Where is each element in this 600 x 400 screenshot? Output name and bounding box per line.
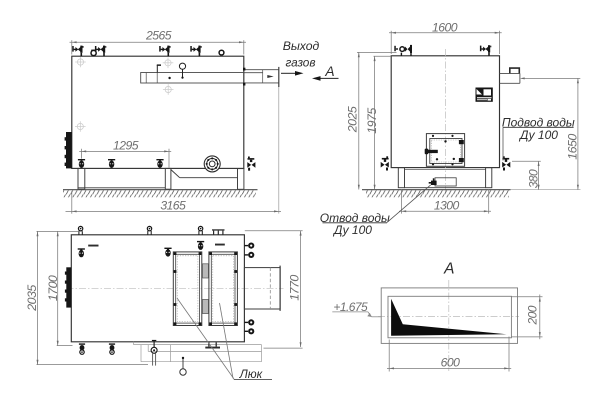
svg-text:Люк: Люк bbox=[239, 367, 263, 381]
svg-text:3165: 3165 bbox=[160, 199, 186, 213]
svg-text:1700: 1700 bbox=[46, 275, 60, 301]
svg-text:Выход: Выход bbox=[283, 39, 320, 53]
svg-text:1600: 1600 bbox=[432, 20, 458, 34]
svg-text:1975: 1975 bbox=[365, 108, 379, 134]
svg-text:1295: 1295 bbox=[113, 138, 139, 152]
svg-text:А: А bbox=[324, 64, 334, 79]
svg-text:1650: 1650 bbox=[566, 134, 580, 160]
svg-text:2025: 2025 bbox=[346, 106, 360, 133]
svg-text:Ду 100: Ду 100 bbox=[332, 223, 372, 237]
svg-text:2565: 2565 bbox=[145, 28, 172, 42]
svg-text:газов: газов bbox=[285, 55, 315, 69]
svg-text:Ду 100: Ду 100 bbox=[518, 128, 558, 142]
svg-text:380: 380 bbox=[526, 169, 540, 188]
svg-text:1300: 1300 bbox=[434, 198, 460, 212]
svg-text:А: А bbox=[443, 261, 454, 278]
svg-text:+1.675: +1.675 bbox=[333, 300, 368, 314]
svg-text:200: 200 bbox=[526, 305, 540, 325]
svg-text:1770: 1770 bbox=[287, 275, 301, 301]
svg-text:2035: 2035 bbox=[25, 285, 39, 312]
svg-text:Подвод воды: Подвод воды bbox=[502, 116, 575, 130]
svg-text:Отвод воды: Отвод воды bbox=[320, 211, 390, 225]
svg-text:600: 600 bbox=[441, 356, 460, 370]
